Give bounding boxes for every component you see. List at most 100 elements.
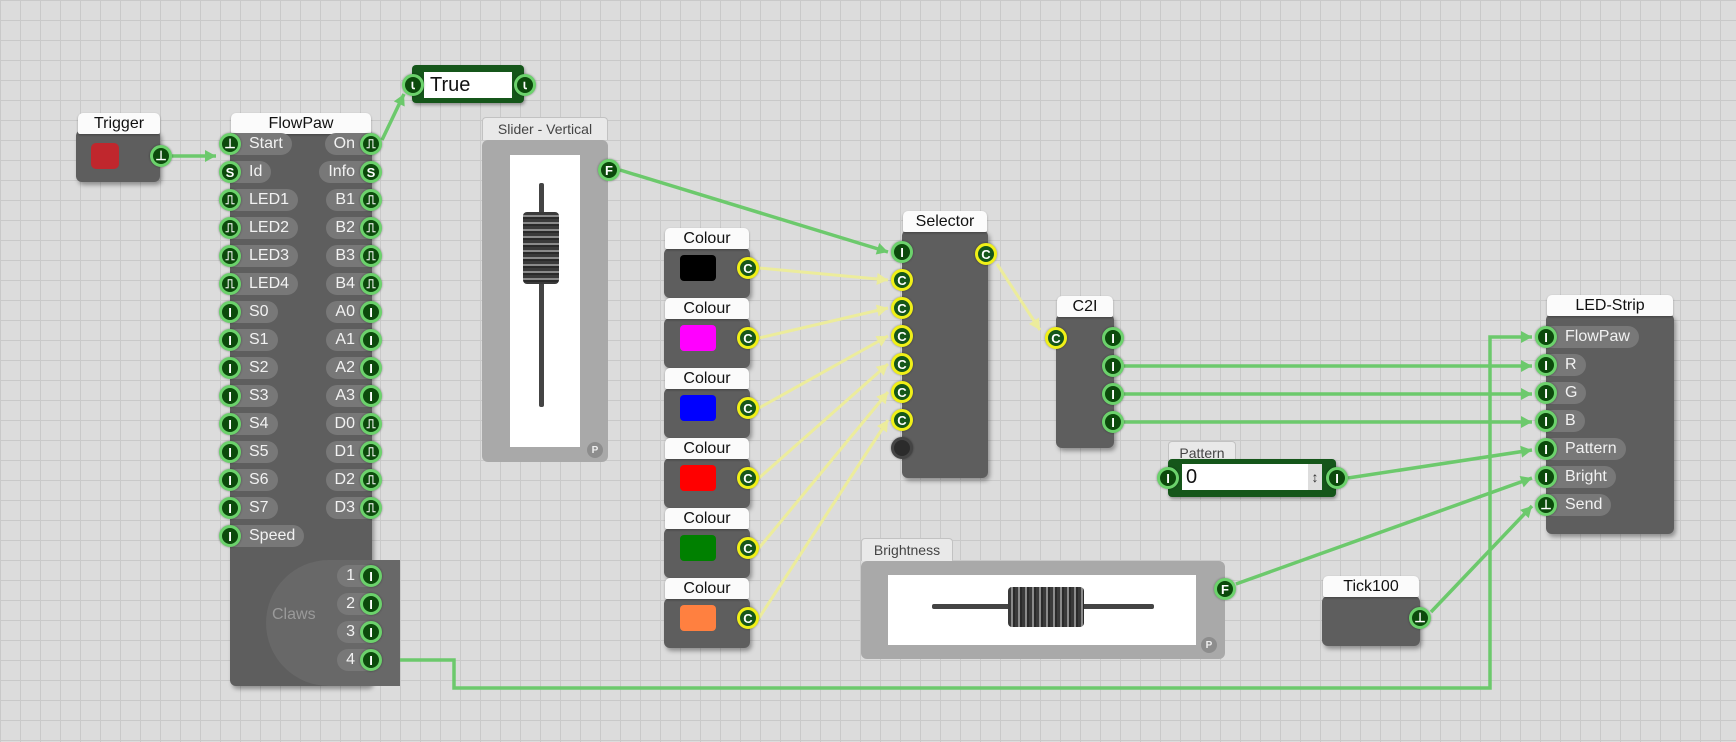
trigger-output-port[interactable]: ⊥ (150, 145, 172, 167)
flowpaw-input-label: S2 (231, 357, 278, 379)
flowpaw-output-port[interactable]: I (360, 357, 382, 379)
led-strip-input-port[interactable]: ⊥ (1535, 494, 1557, 516)
pattern-title: Pattern (1168, 441, 1236, 464)
flowpaw-output-port[interactable]: ⎍ (360, 413, 382, 435)
selector-colour-input-port[interactable]: C (891, 325, 913, 347)
flowpaw-input-port[interactable]: I (219, 385, 241, 407)
wire-tick-send-arrow (1520, 506, 1532, 519)
flowpaw-output-port[interactable]: ⎍ (360, 469, 382, 491)
flowpaw-input-port[interactable]: I (219, 469, 241, 491)
flowpaw-output-label: D3 (325, 497, 371, 519)
tick100-node[interactable] (1322, 596, 1420, 646)
selector-colour-input-port[interactable]: C (891, 353, 913, 375)
flowpaw-input-label: LED2 (231, 217, 299, 239)
flowpaw-output-port[interactable]: ⎍ (360, 189, 382, 211)
flowpaw-output-port[interactable]: I (360, 301, 382, 323)
c2i-output-port[interactable]: I (1102, 355, 1124, 377)
claw-output-port[interactable]: I (360, 621, 382, 643)
true-output-port[interactable]: ⍳ (514, 74, 536, 96)
led-strip-input-port[interactable]: I (1535, 382, 1557, 404)
selector-title: Selector (903, 211, 987, 232)
led-strip-input-port[interactable]: I (1535, 326, 1557, 348)
colour-output-port[interactable]: C (737, 607, 759, 629)
flowpaw-output-port[interactable]: ⎍ (360, 273, 382, 295)
claw-output-port[interactable]: I (360, 649, 382, 671)
flowpaw-output-port[interactable]: ⎍ (360, 441, 382, 463)
flowpaw-output-label: A1 (326, 329, 371, 351)
tick100-output-port[interactable]: ⊥ (1409, 607, 1431, 629)
flowpaw-output-label: A3 (326, 385, 371, 407)
pattern-input[interactable]: 0 (1182, 464, 1308, 490)
colour-output-port[interactable]: C (737, 397, 759, 419)
flowpaw-output-port[interactable]: ⎍ (360, 497, 382, 519)
colour-swatch[interactable] (680, 465, 716, 491)
colour-output-port[interactable]: C (737, 537, 759, 559)
flowpaw-input-port[interactable]: S (219, 161, 241, 183)
flowpaw-output-port[interactable]: ⎍ (360, 133, 382, 155)
flowpaw-input-port[interactable]: I (219, 413, 241, 435)
flowpaw-input-port[interactable]: I (219, 497, 241, 519)
flowpaw-input-port[interactable]: ⎍ (219, 273, 241, 295)
colour-output-port[interactable]: C (737, 327, 759, 349)
flowpaw-output-port[interactable]: S (360, 161, 382, 183)
c2i-output-port[interactable]: I (1102, 411, 1124, 433)
selector-colour-input-port[interactable]: C (891, 409, 913, 431)
colour-output-port[interactable]: C (737, 257, 759, 279)
true-input-port[interactable]: ⍳ (402, 74, 424, 96)
colour-swatch[interactable] (680, 395, 716, 421)
flowpaw-input-port[interactable]: I (219, 441, 241, 463)
brightness-thumb[interactable] (1008, 587, 1084, 627)
slider-vertical-output-port[interactable]: F (598, 159, 620, 181)
c2i-output-port[interactable]: I (1102, 327, 1124, 349)
colour-swatch[interactable] (680, 605, 716, 631)
wire-c2i-ledstrip-arrow (1521, 388, 1532, 400)
selector-empty-port[interactable] (891, 437, 913, 459)
brightness-p-badge[interactable]: P (1201, 637, 1217, 653)
colour-output-port[interactable]: C (737, 467, 759, 489)
flowpaw-input-port[interactable]: I (219, 525, 241, 547)
wire-colour-selector (758, 362, 889, 480)
flowpaw-output-port[interactable]: ⎍ (360, 245, 382, 267)
led-strip-input-port[interactable]: I (1535, 438, 1557, 460)
flowpaw-input-port[interactable]: ⎍ (219, 217, 241, 239)
colour-title: Colour (665, 508, 749, 529)
flowpaw-input-port[interactable]: ⎍ (219, 189, 241, 211)
flowpaw-input-port[interactable]: ⎍ (219, 245, 241, 267)
led-strip-input-port[interactable]: I (1535, 466, 1557, 488)
c2i-output-port[interactable]: I (1102, 383, 1124, 405)
flowpaw-output-port[interactable]: I (360, 385, 382, 407)
pattern-output-port[interactable]: I (1326, 467, 1348, 489)
selector-node[interactable] (902, 230, 988, 478)
colour-swatch[interactable] (680, 325, 716, 351)
slider-vertical-p-badge[interactable]: P (587, 442, 603, 458)
flowpaw-input-port[interactable]: I (219, 357, 241, 379)
flowpaw-output-port[interactable]: I (360, 329, 382, 351)
selector-colour-input-port[interactable]: C (891, 381, 913, 403)
selector-output-port[interactable]: C (975, 243, 997, 265)
flowpaw-output-label: D1 (325, 441, 371, 463)
trigger-button[interactable] (91, 143, 119, 169)
flowpaw-output-label: B1 (326, 189, 371, 211)
pattern-input-port[interactable]: I (1157, 467, 1179, 489)
claw-output-port[interactable]: I (360, 565, 382, 587)
colour-swatch[interactable] (680, 535, 716, 561)
led-strip-input-port[interactable]: I (1535, 410, 1557, 432)
claw-output-port[interactable]: I (360, 593, 382, 615)
flowpaw-input-port[interactable]: ⊥ (219, 133, 241, 155)
slider-vertical-thumb[interactable] (523, 212, 559, 284)
colour-title: Colour (665, 228, 749, 249)
led-strip-input-port[interactable]: I (1535, 354, 1557, 376)
flowpaw-input-port[interactable]: I (219, 329, 241, 351)
c2i-input-port[interactable]: C (1045, 327, 1067, 349)
flowpaw-output-port[interactable]: ⎍ (360, 217, 382, 239)
pattern-spinner[interactable]: ↕ (1308, 464, 1322, 490)
flowpaw-input-label: S1 (231, 329, 278, 351)
flowpaw-output-label: On (324, 133, 371, 155)
flowpaw-input-port[interactable]: I (219, 301, 241, 323)
brightness-output-port[interactable]: F (1214, 578, 1236, 600)
colour-swatch[interactable] (680, 255, 716, 281)
selector-colour-input-port[interactable]: C (891, 269, 913, 291)
selector-colour-input-port[interactable]: C (891, 297, 913, 319)
selector-index-port[interactable]: I (891, 241, 913, 263)
